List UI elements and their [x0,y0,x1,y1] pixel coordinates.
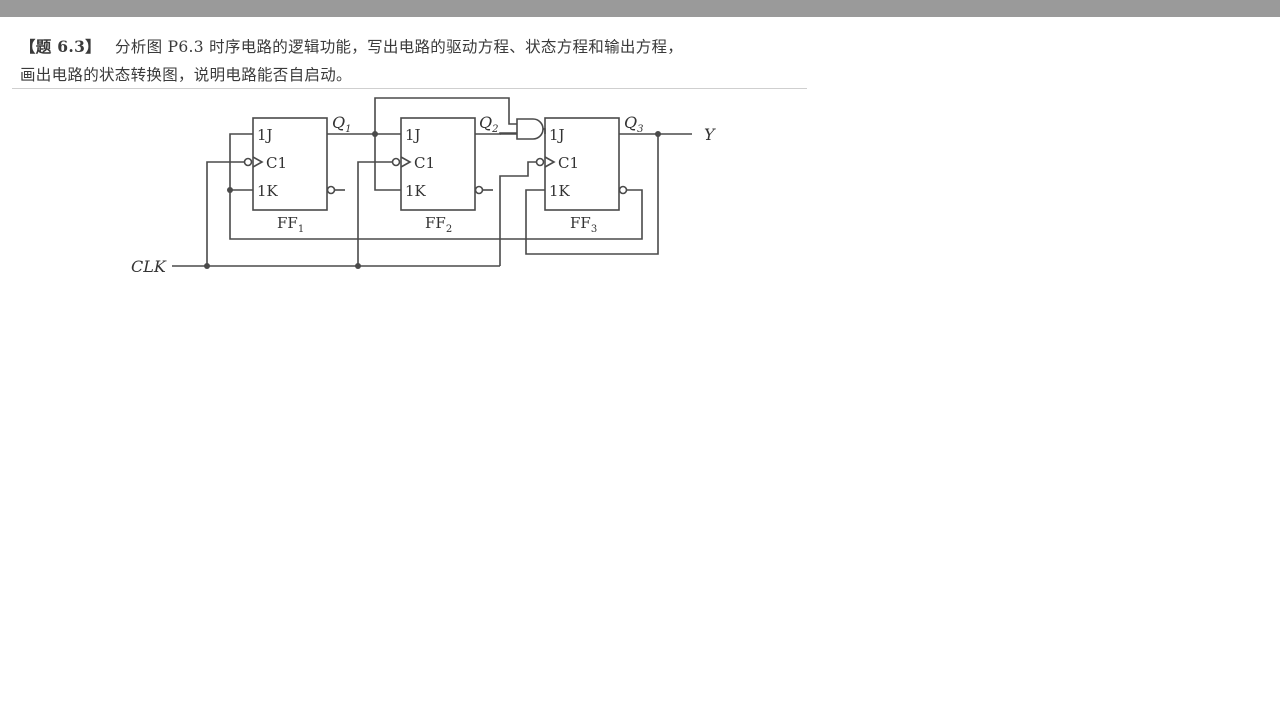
problem-text-line-2: 画出电路的状态转换图，说明电路能否自启动。 [20,66,352,84]
ff2-c-label: C1 [414,154,435,172]
ff3-k-label: 1K [549,182,571,200]
ff2-j-label: 1J [405,126,421,144]
ff1-clock-bubble [243,157,253,167]
ff1-name: FF1 [277,214,304,235]
ff3-c-label: C1 [558,154,579,172]
ff2-name: FF2 [425,214,452,235]
ff2-k-label: 1K [405,182,427,200]
ff1-j-label: 1J [257,126,273,144]
ff3-box [544,117,620,211]
ff1-box [252,117,328,211]
problem-label: 【题 6.3】 [20,37,101,56]
ff3-clock-bubble [535,157,545,167]
ff3-j-label: 1J [549,126,565,144]
ff2-box [400,117,476,211]
ff1-q-label: Q1 [332,113,352,135]
ff3-name: FF3 [570,214,597,235]
ff1-k-label: 1K [257,182,279,200]
and-gate [516,118,544,140]
problem-text: 【题 6.3】分析图 P6.3 时序电路的逻辑功能，写出电路的驱动方程、状态方程… [20,33,810,89]
top-bar [0,0,1280,17]
problem-text-line-1: 分析图 P6.3 时序电路的逻辑功能，写出电路的驱动方程、状态方程和输出方程， [114,38,684,56]
ff1-c-label: C1 [266,154,287,172]
problem-line-2: 画出电路的状态转换图，说明电路能否自启动。 [20,61,810,89]
problem-line-1: 【题 6.3】分析图 P6.3 时序电路的逻辑功能，写出电路的驱动方程、状态方程… [20,33,810,61]
output-y-label: Y [704,125,716,144]
clock-label: CLK [131,257,167,276]
divider [12,88,807,89]
ff2-q-label: Q2 [479,113,499,135]
circuit-diagram: 1J C1 1K 1J C1 1K 1J C1 1K Q1 Q2 Q3 FF1 … [131,97,716,276]
ff3-q-label: Q3 [624,113,644,135]
ff2-clock-bubble [391,157,401,167]
